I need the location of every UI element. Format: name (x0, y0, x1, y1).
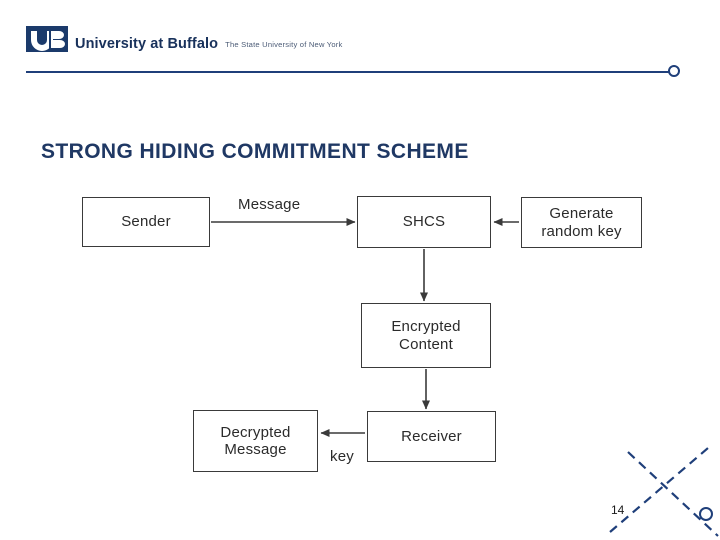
node-sender: Sender (82, 197, 210, 247)
diagonal-dashed-lines-icon (609, 447, 719, 537)
edge-label-message: Message (238, 196, 301, 213)
node-generate-random-key: Generate random key (521, 197, 642, 248)
slide-header: University at Buffalo The State Universi… (0, 0, 720, 77)
edge-label-key: key (330, 448, 354, 465)
page-number: 14 (611, 503, 625, 517)
node-receiver: Receiver (367, 411, 496, 462)
circle-marker-icon (668, 65, 680, 77)
node-decrypted-message: Decrypted Message (193, 410, 318, 472)
node-shcs: SHCS (357, 196, 491, 248)
brand-subtitle: The State University of New York (225, 40, 343, 50)
header-divider (26, 71, 676, 73)
node-encrypted-content: Encrypted Content (361, 303, 491, 368)
page-title: STRONG HIDING COMMITMENT SCHEME (41, 140, 469, 163)
brand-name: University at Buffalo (75, 35, 219, 52)
university-brand: University at Buffalo The State Universi… (26, 26, 343, 52)
ub-logo-icon (26, 26, 68, 52)
